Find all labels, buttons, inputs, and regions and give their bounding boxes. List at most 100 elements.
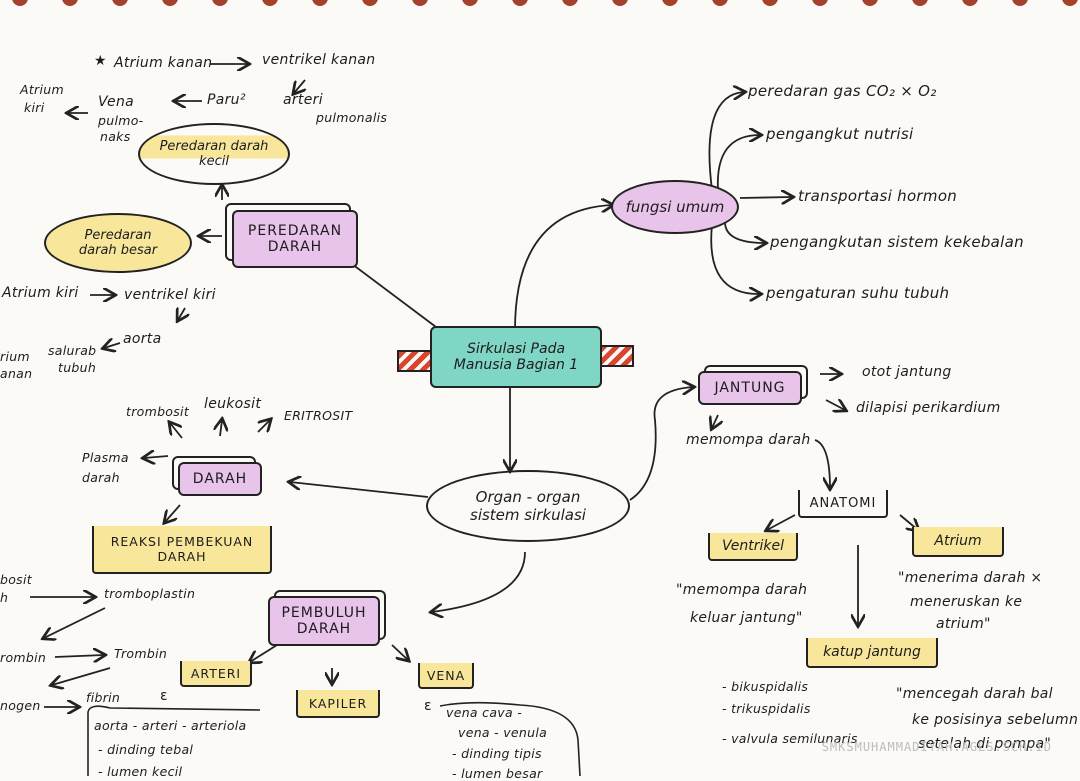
pembuluh-line2: DARAH: [296, 621, 352, 637]
kecil-vena-l3: naks: [100, 129, 131, 144]
fungsi-item-1: peredaran gas CO₂ × O₂: [748, 82, 937, 100]
darah-label: DARAH: [192, 471, 248, 487]
kecil-vena-l1: Vena: [98, 94, 135, 110]
reaksi-tromboplastin: tromboplastin: [104, 586, 196, 601]
ventrikel-desc-l2: keluar jantung": [690, 610, 803, 626]
kecil-pulmonalis: pulmonalis: [316, 110, 388, 125]
organ-line1: Organ - organ: [475, 488, 581, 506]
ventrikel-node[interactable]: Ventrikel: [708, 533, 798, 561]
arteri-item-3: - lumen kecil: [98, 764, 183, 779]
darah-leukosit: leukosit: [204, 396, 262, 412]
arteri-label: ARTERI: [190, 665, 242, 681]
peredaran-besar-node[interactable]: Peredaran darah besar: [44, 213, 192, 273]
center-topic-line2: Manusia Bagian 1: [453, 357, 579, 373]
reaksi-pembekuan-node[interactable]: REAKSI PEMBEKUAN DARAH: [92, 526, 272, 574]
peredaran-darah-line2: DARAH: [267, 239, 323, 255]
darah-eritrosit: ERITROSIT: [284, 408, 353, 423]
katup-desc-l1: "mencegah darah bal: [896, 686, 1053, 702]
atrium-desc-l1: "menerima darah ×: [898, 570, 1043, 586]
besar-atrium-kanan-l1: rium: [0, 349, 30, 364]
atrium-node[interactable]: Atrium: [912, 527, 1004, 557]
besar-atrium-kiri: Atrium kiri: [2, 285, 79, 301]
peredaran-kecil-line1: Peredaran darah: [159, 139, 269, 154]
center-topic[interactable]: Sirkulasi Pada Manusia Bagian 1: [430, 326, 602, 388]
atrium-desc-l2: meneruskan ke: [910, 594, 1023, 610]
reaksi-trombin: Trombin: [114, 646, 168, 661]
peredaran-besar-line1: Peredaran: [84, 228, 152, 243]
kecil-arteri: arteri: [283, 92, 323, 108]
kecil-ventrikel-kanan: ventrikel kanan: [262, 52, 376, 68]
vena-label: VENA: [426, 667, 466, 683]
jantung-label: JANTUNG: [714, 380, 786, 396]
peredaran-darah-node[interactable]: PEREDARAN DARAH: [232, 210, 358, 268]
kecil-paru: Paru²: [207, 92, 246, 108]
reaksi-fibrin: fibrin: [86, 690, 121, 705]
atrium-desc-l3: atrium": [936, 616, 991, 632]
arteri-node[interactable]: ARTERI: [180, 661, 252, 687]
ventrikel-label: Ventrikel: [722, 538, 784, 554]
vena-item-2: vena - venula: [458, 725, 548, 740]
reaksi-line2: DARAH: [157, 549, 207, 564]
katup-item-2: - trikuspidalis: [722, 701, 811, 716]
vena-item-3: - dinding tipis: [452, 746, 542, 761]
reaksi-left-l2: h: [0, 590, 9, 605]
anatomi-node[interactable]: ANATOMI: [798, 490, 888, 518]
fungsi-umum-node[interactable]: fungsi umum: [611, 180, 739, 234]
darah-plasma-l2: darah: [82, 470, 120, 485]
fungsi-item-4: pengangkutan sistem kekebalan: [770, 233, 1024, 251]
vena-brace-icon: ε: [424, 698, 432, 714]
kapiler-node[interactable]: KAPILER: [296, 690, 380, 718]
katup-jantung-node[interactable]: katup jantung: [806, 638, 938, 668]
darah-node[interactable]: DARAH: [178, 462, 262, 496]
katup-desc-l2: ke posisinya sebelumn: [912, 712, 1079, 728]
kapiler-label: KAPILER: [308, 695, 368, 711]
fungsi-item-3: transportasi hormon: [798, 187, 958, 205]
kecil-atrium-kiri-l1: Atrium: [20, 82, 64, 97]
reaksi-line1: REAKSI PEMBEKUAN: [110, 534, 254, 549]
besar-ventrikel-kiri: ventrikel kiri: [124, 287, 216, 303]
organ-line2: sistem sirkulasi: [470, 506, 586, 524]
fungsi-item-2: pengangkut nutrisi: [766, 125, 914, 143]
atrium-label: Atrium: [934, 533, 982, 549]
katup-label: katup jantung: [823, 644, 921, 660]
organ-organ-node[interactable]: Organ - organ sistem sirkulasi: [426, 470, 630, 542]
jantung-node[interactable]: JANTUNG: [698, 371, 802, 405]
besar-saluran-l2: tubuh: [58, 360, 97, 375]
fungsi-item-5: pengaturan suhu tubuh: [766, 284, 950, 302]
kecil-atrium-kanan: Atrium kanan: [114, 55, 213, 71]
katup-item-3: - valvula semilunaris: [722, 731, 858, 746]
peredaran-kecil-node[interactable]: Peredaran darah kecil: [138, 123, 290, 185]
arteri-brace-icon: ε: [160, 688, 168, 704]
vena-item-4: - lumen besar: [452, 766, 543, 781]
katup-item-1: - bikuspidalis: [722, 679, 809, 694]
vena-item-1: vena cava -: [446, 705, 523, 720]
katup-desc-l3: setelah di pompa": [918, 736, 1052, 752]
star-icon: ★: [94, 53, 107, 69]
fungsi-umum-label: fungsi umum: [625, 198, 725, 216]
jantung-memompa: memompa darah: [686, 432, 811, 448]
kecil-vena-l2: pulmo-: [98, 113, 144, 128]
peredaran-besar-line2: darah besar: [78, 243, 158, 258]
besar-aorta: aorta: [123, 331, 162, 347]
anatomi-label: ANATOMI: [809, 495, 877, 511]
reaksi-nogen: nogen: [0, 698, 41, 713]
pembuluh-darah-node[interactable]: PEMBULUH DARAH: [268, 596, 380, 646]
jantung-perikardium: dilapisi perikardium: [856, 400, 1001, 416]
reaksi-trombin-left: rombin: [0, 650, 47, 665]
top-dot-border: [12, 0, 1078, 6]
reaksi-left-l1: bosit: [0, 572, 32, 587]
peredaran-kecil-line2: kecil: [199, 154, 229, 169]
peredaran-darah-line1: PEREDARAN: [247, 223, 343, 239]
center-right-stripe: [598, 345, 634, 367]
arteri-item-1: aorta - arteri - arteriola: [94, 718, 247, 733]
vena-node[interactable]: VENA: [418, 663, 474, 689]
ventrikel-desc-l1: "memompa darah: [676, 582, 808, 598]
besar-atrium-kanan-l2: anan: [0, 366, 33, 381]
jantung-otot: otot jantung: [862, 364, 952, 380]
arteri-item-2: - dinding tebal: [98, 742, 194, 757]
pembuluh-line1: PEMBULUH: [281, 605, 367, 621]
besar-saluran-l1: salurab: [48, 343, 97, 358]
watermark: SMKSMUHAMMADIYAH.AGLS.SCH.ID: [821, 740, 1052, 754]
center-topic-line1: Sirkulasi Pada: [466, 341, 566, 357]
